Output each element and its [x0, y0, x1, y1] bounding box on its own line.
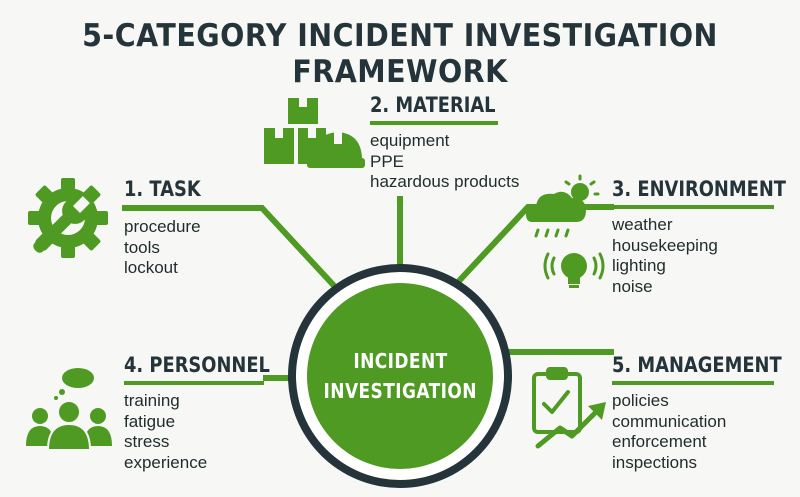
category-item: inspections [612, 452, 698, 472]
category-item: lighting [612, 256, 666, 275]
category-item: equipment [370, 131, 450, 150]
category-item: hazardous products [370, 172, 520, 191]
category-underline [124, 381, 264, 385]
category-item: weather [612, 215, 673, 234]
clipboard-chart-icon [532, 367, 606, 449]
category-title: 1. TASK [124, 177, 201, 201]
category-item: housekeeping [612, 235, 718, 255]
category-item: policies [612, 391, 669, 410]
gear-wrench-icon [28, 178, 108, 258]
category-item: procedure [124, 217, 201, 236]
category-underline [612, 205, 774, 209]
category-item: training [124, 391, 180, 410]
category-item: tools [124, 237, 160, 257]
category-item: experience [124, 452, 208, 472]
category-item: enforcement [612, 432, 707, 451]
category-item: lockout [124, 258, 178, 277]
category-item: fatigue [124, 411, 176, 431]
category-item: PPE [370, 151, 405, 171]
category-management: 5. MANAGEMENT policies communication enf… [612, 352, 782, 473]
weather-lightbulb-icon [526, 174, 605, 288]
category-underline [612, 381, 774, 385]
category-material: 2. MATERIAL equipment PPE hazardous prod… [370, 92, 520, 193]
category-task: 1. TASK procedure tools lockout [124, 176, 268, 279]
category-item: communication [612, 411, 727, 431]
category-title: 2. MATERIAL [370, 93, 496, 117]
category-title: 3. ENVIRONMENT [612, 177, 786, 201]
category-item: stress [124, 432, 170, 451]
boxes-hardhat-icon [264, 98, 365, 168]
category-environment: 3. ENVIRONMENT weather housekeeping ligh… [612, 176, 786, 297]
category-personnel: 4. PERSONNEL training fatigue stress exp… [124, 352, 270, 473]
center-circle: INCIDENT INVESTIGATION [307, 283, 493, 469]
category-item: noise [612, 276, 653, 296]
center-label-line1: INCIDENT [352, 349, 448, 373]
connector-task [122, 205, 341, 293]
category-title: 5. MANAGEMENT [612, 353, 782, 377]
category-title: 4. PERSONNEL [124, 353, 270, 377]
page-title: 5-CATEGORY INCIDENT INVESTIGATION FRAMEW… [82, 18, 718, 90]
people-thought-icon [26, 368, 112, 451]
center-label-line2: INVESTIGATION [323, 379, 477, 403]
category-underline [370, 121, 498, 125]
